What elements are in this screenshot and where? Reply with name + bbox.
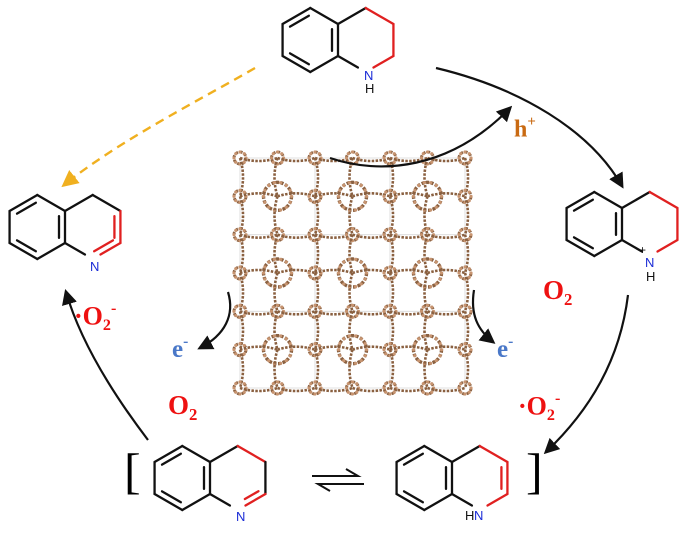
arrow-to-protonated xyxy=(435,66,624,189)
quinoline-molecule xyxy=(8,193,122,261)
nitrogen-atom-protonated: N xyxy=(645,255,655,270)
protonated-intermediate-molecule xyxy=(565,190,679,258)
bracket-left: [ xyxy=(124,443,141,499)
arrow-to-enamine xyxy=(543,294,630,455)
superoxide-label-left: ·O2- xyxy=(74,300,117,334)
dihydroquinoline-imine-molecule xyxy=(153,444,267,512)
oxygen-label-left: O2 xyxy=(168,390,198,424)
nitrogen-atom-enamine: N xyxy=(474,508,484,523)
hydrogen-atom-protonated: H xyxy=(646,269,656,284)
hole-arrow xyxy=(329,105,513,168)
electron-label-left: e- xyxy=(172,333,189,363)
hole-label: h+ xyxy=(514,114,536,143)
arrow-to-quinoline xyxy=(62,289,149,441)
nitrogen-atom-quinoline: N xyxy=(90,259,100,274)
dihydroquinoline-enamine-molecule xyxy=(395,444,509,512)
electron-arrow-right xyxy=(471,289,496,344)
superoxide-label-right: ·O2- xyxy=(518,390,561,424)
charge-plus: + xyxy=(639,243,647,257)
tetrahydroquinoline-molecule xyxy=(281,6,395,74)
side-path-arrow xyxy=(61,66,256,188)
hydrogen-atom-tetrahydroquinoline: H xyxy=(365,81,375,96)
electron-arrow-left xyxy=(197,291,232,350)
bracket-right: ] xyxy=(526,443,543,499)
equilibrium-arrows-icon xyxy=(312,468,364,492)
nitrogen-atom-imine: N xyxy=(236,509,246,524)
hydrogen-atom-enamine: H xyxy=(465,508,475,523)
oxygen-label-right: O2 xyxy=(543,275,573,309)
nitrogen-atom-tetrahydroquinoline: N xyxy=(364,68,374,83)
porous-framework-icon xyxy=(232,150,473,396)
electron-label-right: e- xyxy=(497,333,514,363)
